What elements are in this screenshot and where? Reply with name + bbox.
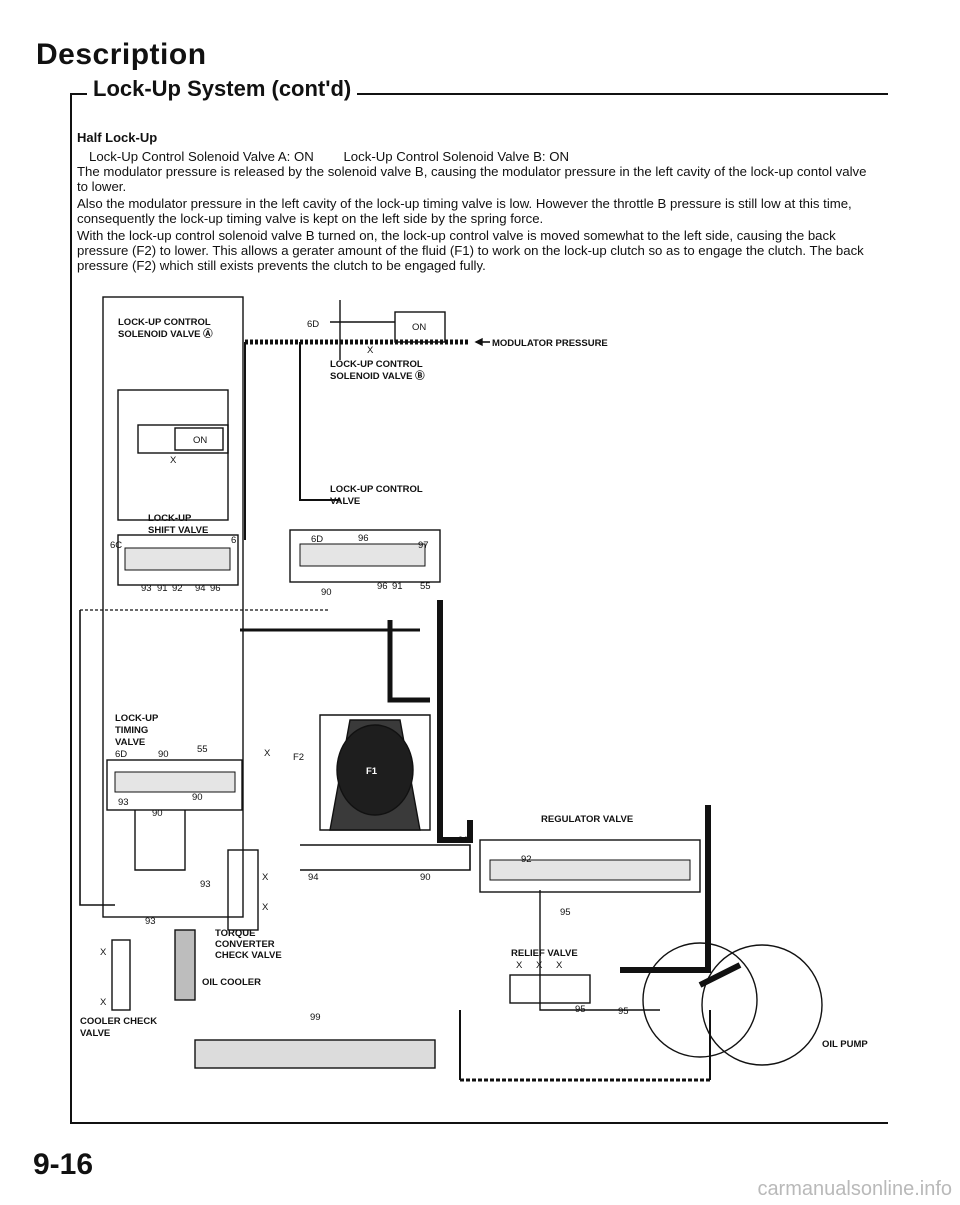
valve-states: Lock-Up Control Solenoid Valve A: ON Loc… (77, 149, 867, 164)
timing-valve-label-3: VALVE (115, 737, 145, 748)
port-label: 90 (420, 872, 431, 883)
solenoid-b-label-2: SOLENOID VALVE Ⓑ (330, 370, 425, 382)
cooler-check-label-2: VALVE (80, 1028, 110, 1039)
solenoid-a-label-2: SOLENOID VALVE Ⓐ (118, 328, 213, 340)
control-valve-body (289, 529, 441, 583)
torque-check-label-2: CONVERTER (215, 939, 275, 950)
regulator-valve-body (479, 839, 701, 893)
section-title: Lock-Up System (cont'd) (87, 76, 358, 102)
port-label: 94 (308, 872, 319, 883)
on-a-box (174, 427, 224, 451)
cooler-check-x-1: X (100, 947, 107, 958)
torque-converter (319, 714, 431, 831)
port-label: 95 (618, 1006, 629, 1017)
port-label: 6D (115, 749, 127, 760)
solenoid-a-x: X (170, 455, 177, 466)
port-label: 95 (560, 907, 571, 918)
solenoid-a-body (137, 424, 229, 454)
shift-valve-label-1: LOCK-UP (148, 513, 192, 524)
port-label: 93 (145, 916, 156, 927)
timing-valve-label-2: TIMING (115, 725, 148, 736)
tcc-valve-body (227, 849, 259, 931)
watermark: carmanualsonline.info (757, 1178, 952, 1200)
port-label: 55 (420, 581, 431, 592)
on-a-label: ON (193, 435, 207, 446)
port-label: 91 (157, 583, 168, 594)
left-circuit-frame (102, 296, 244, 918)
port-label: 96 (377, 581, 388, 592)
page-title: Description (36, 38, 207, 71)
paragraph: Also the modulator pressure in the left … (77, 196, 852, 226)
port-label: 91 (458, 835, 469, 846)
torque-check-label-1: TORQUE (215, 928, 255, 939)
relief-valve-x-2: X (536, 960, 543, 971)
port-label: 90 (152, 808, 163, 819)
solenoid-b-x: X (367, 345, 374, 356)
port-label: 6D (311, 534, 323, 545)
relief-valve-body (509, 974, 591, 1004)
port-label: 93 (141, 583, 152, 594)
shift-valve-label-2: SHIFT VALVE (148, 525, 208, 536)
torque-check-label-3: CHECK VALVE (215, 950, 282, 961)
port-label: 90 (158, 749, 169, 760)
control-valve-label-2: VALVE (330, 496, 360, 507)
page-number: 9-16 (33, 1148, 94, 1181)
solenoid-a-label-1: LOCK-UP CONTROL (118, 317, 211, 328)
port-label: 6C (110, 540, 122, 551)
oil-cooler-body (174, 929, 196, 1001)
port-label: 6D (307, 319, 319, 330)
tcc-x-2: X (262, 902, 269, 913)
shift-valve-six: 6 (231, 535, 236, 546)
timing-valve-x: X (264, 748, 271, 759)
bottom-rule (70, 1122, 888, 1124)
port-label: 96 (358, 533, 369, 544)
port-label: 93 (200, 879, 211, 890)
sump (194, 1039, 436, 1069)
relief-valve-label: RELIEF VALVE (511, 948, 578, 959)
port-label: 90 (192, 792, 203, 803)
port-label: 95 (575, 1004, 586, 1015)
relief-valve-x-1: X (516, 960, 523, 971)
modulator-pressure-label: MODULATOR PRESSURE (492, 338, 608, 349)
valve-b-state: Lock-Up Control Solenoid Valve B: ON (343, 149, 569, 164)
oil-pump-label: OIL PUMP (822, 1039, 868, 1050)
subheading: Half Lock-Up (77, 130, 158, 145)
tcc-x-1: X (262, 872, 269, 883)
port-label: 99 (310, 1012, 321, 1023)
shift-valve-body (117, 534, 239, 586)
regulator-valve-label: REGULATOR VALVE (541, 814, 633, 825)
timing-valve-label-1: LOCK-UP (115, 713, 159, 724)
on-b-label: ON (412, 322, 426, 333)
oil-pump-left-gear (642, 942, 758, 1058)
timing-valve-body (106, 759, 243, 811)
on-b-box (394, 311, 446, 343)
cooler-check-valve-body (111, 939, 131, 1011)
port-label: 91 (392, 581, 403, 592)
description-text: Half Lock-Up Lock-Up Control Solenoid Va… (77, 130, 867, 275)
port-label: 96 (210, 583, 221, 594)
port-label: 90 (321, 587, 332, 598)
cooler-check-x-2: X (100, 997, 107, 1008)
paragraph: With the lock-up control solenoid valve … (77, 228, 864, 273)
control-valve-label-1: LOCK-UP CONTROL (330, 484, 423, 495)
relief-valve-x-3: X (556, 960, 563, 971)
port-label: 97 (418, 540, 429, 551)
port-label: 92 (521, 854, 532, 865)
solenoid-b-label-1: LOCK-UP CONTROL (330, 359, 423, 370)
f2-label: F2 (293, 752, 304, 763)
port-label: 93 (118, 797, 129, 808)
cooler-check-label-1: COOLER CHECK (80, 1016, 157, 1027)
oil-cooler-label: OIL COOLER (202, 977, 261, 988)
port-label: 55 (197, 744, 208, 755)
paragraph: The modulator pressure is released by th… (77, 164, 867, 194)
f1-label: F1 (366, 766, 378, 777)
section-rule-top (70, 93, 888, 95)
port-label: 94 (195, 583, 206, 594)
port-label: 92 (172, 583, 183, 594)
section-rule-left (70, 93, 72, 1123)
section-rule-stub (70, 93, 86, 95)
valve-a-state: Lock-Up Control Solenoid Valve A: ON (89, 149, 314, 164)
oil-pump-right-gear (701, 944, 823, 1066)
